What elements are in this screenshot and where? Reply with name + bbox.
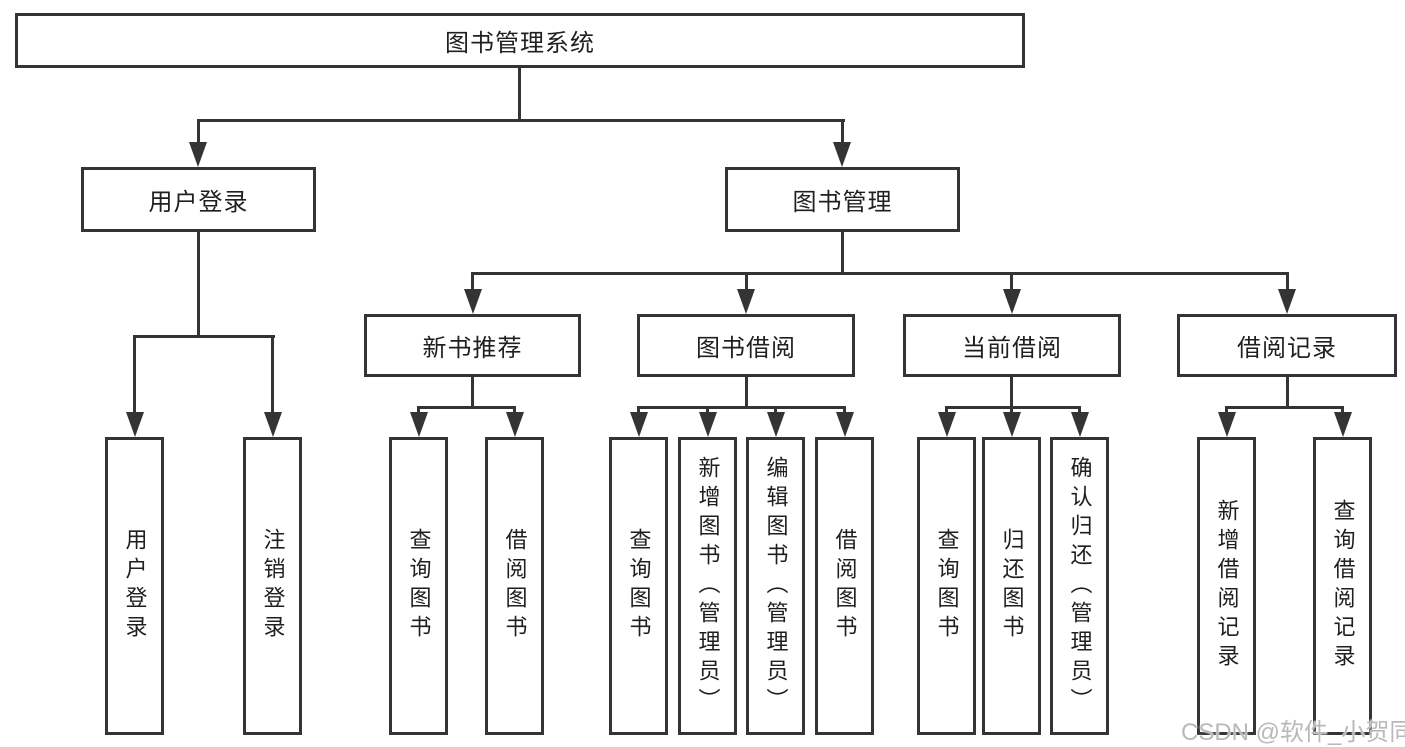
arrow-down-icon <box>506 412 524 437</box>
connector-leaf-stem <box>1341 406 1344 415</box>
connector-records-hline <box>1225 406 1344 409</box>
node-label: 当前借阅 <box>962 335 1062 362</box>
connector-user-leaf1-stem <box>133 335 136 414</box>
leaf-label: 新增借阅记录 <box>1214 499 1240 673</box>
connector-borrowing-arrow-stem <box>745 272 748 291</box>
connector-records-stem <box>1286 373 1289 409</box>
connector-book-mgmt-arrow-stem <box>841 119 844 145</box>
arrow-down-icon <box>464 289 482 314</box>
connector-newbooks-hline <box>417 406 516 409</box>
connector-records-arrow-stem <box>1286 272 1289 291</box>
connector-leaf-stem <box>706 406 709 415</box>
leaf-label: 注销登录 <box>260 528 286 644</box>
arrow-down-icon <box>833 142 851 167</box>
arrow-down-icon <box>189 142 207 167</box>
leaf-label: 新增图书（管理员） <box>695 455 721 717</box>
leaf-label: 查询图书 <box>406 528 432 644</box>
node-book-borrowing: 图书借阅 <box>637 314 855 377</box>
leaf-label: 查询图书 <box>934 528 960 644</box>
leaf-records-query: 查询借阅记录 <box>1313 437 1372 735</box>
arrow-down-icon <box>767 412 785 437</box>
leaf-borrowing-query: 查询图书 <box>609 437 668 735</box>
node-user-login-branch: 用户登录 <box>81 167 316 232</box>
connector-root-stem <box>518 66 521 121</box>
arrow-down-icon <box>1334 412 1352 437</box>
arrow-down-icon <box>126 412 144 437</box>
leaf-current-return: 归还图书 <box>982 437 1041 735</box>
arrow-down-icon <box>630 412 648 437</box>
arrow-down-icon <box>1003 289 1021 314</box>
leaf-borrowing-add-admin: 新增图书（管理员） <box>678 437 737 735</box>
connector-level3-hline <box>471 272 1289 275</box>
connector-current-stem <box>1010 373 1013 409</box>
connector-newbooks-stem <box>471 373 474 409</box>
leaf-label: 用户登录 <box>122 528 148 644</box>
connector-user-leaf2-stem <box>271 335 274 414</box>
leaf-label: 借阅图书 <box>832 528 858 644</box>
leaf-current-confirm-admin: 确认归还（管理员） <box>1050 437 1109 735</box>
node-label: 图书管理系统 <box>445 30 595 57</box>
arrow-down-icon <box>938 412 956 437</box>
leaf-newbooks-query: 查询图书 <box>389 437 448 735</box>
connector-user-group-hline <box>133 335 275 338</box>
connector-level1-hline <box>197 119 845 122</box>
leaf-label: 查询借阅记录 <box>1330 499 1356 673</box>
leaf-user-login: 用户登录 <box>105 437 164 735</box>
node-label: 新书推荐 <box>422 335 523 362</box>
connector-user-branch-stem <box>197 229 200 337</box>
node-root-system: 图书管理系统 <box>15 13 1025 68</box>
connector-leaf-stem <box>945 406 948 415</box>
connector-leaf-stem <box>513 406 516 415</box>
node-borrowing-records: 借阅记录 <box>1177 314 1397 377</box>
leaf-label: 借阅图书 <box>502 528 528 644</box>
arrow-down-icon <box>1218 412 1236 437</box>
leaf-records-add: 新增借阅记录 <box>1197 437 1256 735</box>
arrow-down-icon <box>1071 412 1089 437</box>
leaf-logout: 注销登录 <box>243 437 302 735</box>
connector-leaf-stem <box>1078 406 1081 415</box>
node-new-books: 新书推荐 <box>364 314 581 377</box>
leaf-current-query: 查询图书 <box>917 437 976 735</box>
arrow-down-icon <box>737 289 755 314</box>
node-label: 用户登录 <box>148 189 249 216</box>
connector-leaf-stem <box>1225 406 1228 415</box>
leaf-borrowing-edit-admin: 编辑图书（管理员） <box>746 437 805 735</box>
connector-current-arrow-stem <box>1010 272 1013 291</box>
connector-borrowing-hline <box>637 406 846 409</box>
leaf-label: 归还图书 <box>999 528 1025 644</box>
arrow-down-icon <box>836 412 854 437</box>
arrow-down-icon <box>264 412 282 437</box>
connector-user-login-arrow-stem <box>197 119 200 145</box>
node-label: 图书借阅 <box>696 335 796 362</box>
leaf-label: 查询图书 <box>626 528 652 644</box>
arrow-down-icon <box>699 412 717 437</box>
arrow-down-icon <box>1278 289 1296 314</box>
connector-leaf-stem <box>774 406 777 415</box>
arrow-down-icon <box>410 412 428 437</box>
connector-book-branch-stem <box>841 229 844 274</box>
connector-leaf-stem <box>843 406 846 415</box>
node-current-borrowing: 当前借阅 <box>903 314 1121 377</box>
leaf-label: 编辑图书（管理员） <box>763 455 789 717</box>
node-label: 借阅记录 <box>1237 335 1337 362</box>
node-label: 图书管理 <box>792 189 893 216</box>
leaf-newbooks-borrow: 借阅图书 <box>485 437 544 735</box>
node-book-management-branch: 图书管理 <box>725 167 960 232</box>
connector-leaf-stem <box>637 406 640 415</box>
leaf-label: 确认归还（管理员） <box>1067 455 1093 717</box>
arrow-down-icon <box>1003 412 1021 437</box>
connector-borrowing-stem <box>745 373 748 409</box>
connector-newbooks-arrow-stem <box>471 272 474 291</box>
connector-current-hline <box>945 406 1081 409</box>
csdn-watermark: CSDN @软件_小贺同学 <box>1181 719 1405 746</box>
connector-leaf-stem <box>417 406 420 415</box>
leaf-borrowing-borrow: 借阅图书 <box>815 437 874 735</box>
connector-leaf-stem <box>1010 406 1013 415</box>
